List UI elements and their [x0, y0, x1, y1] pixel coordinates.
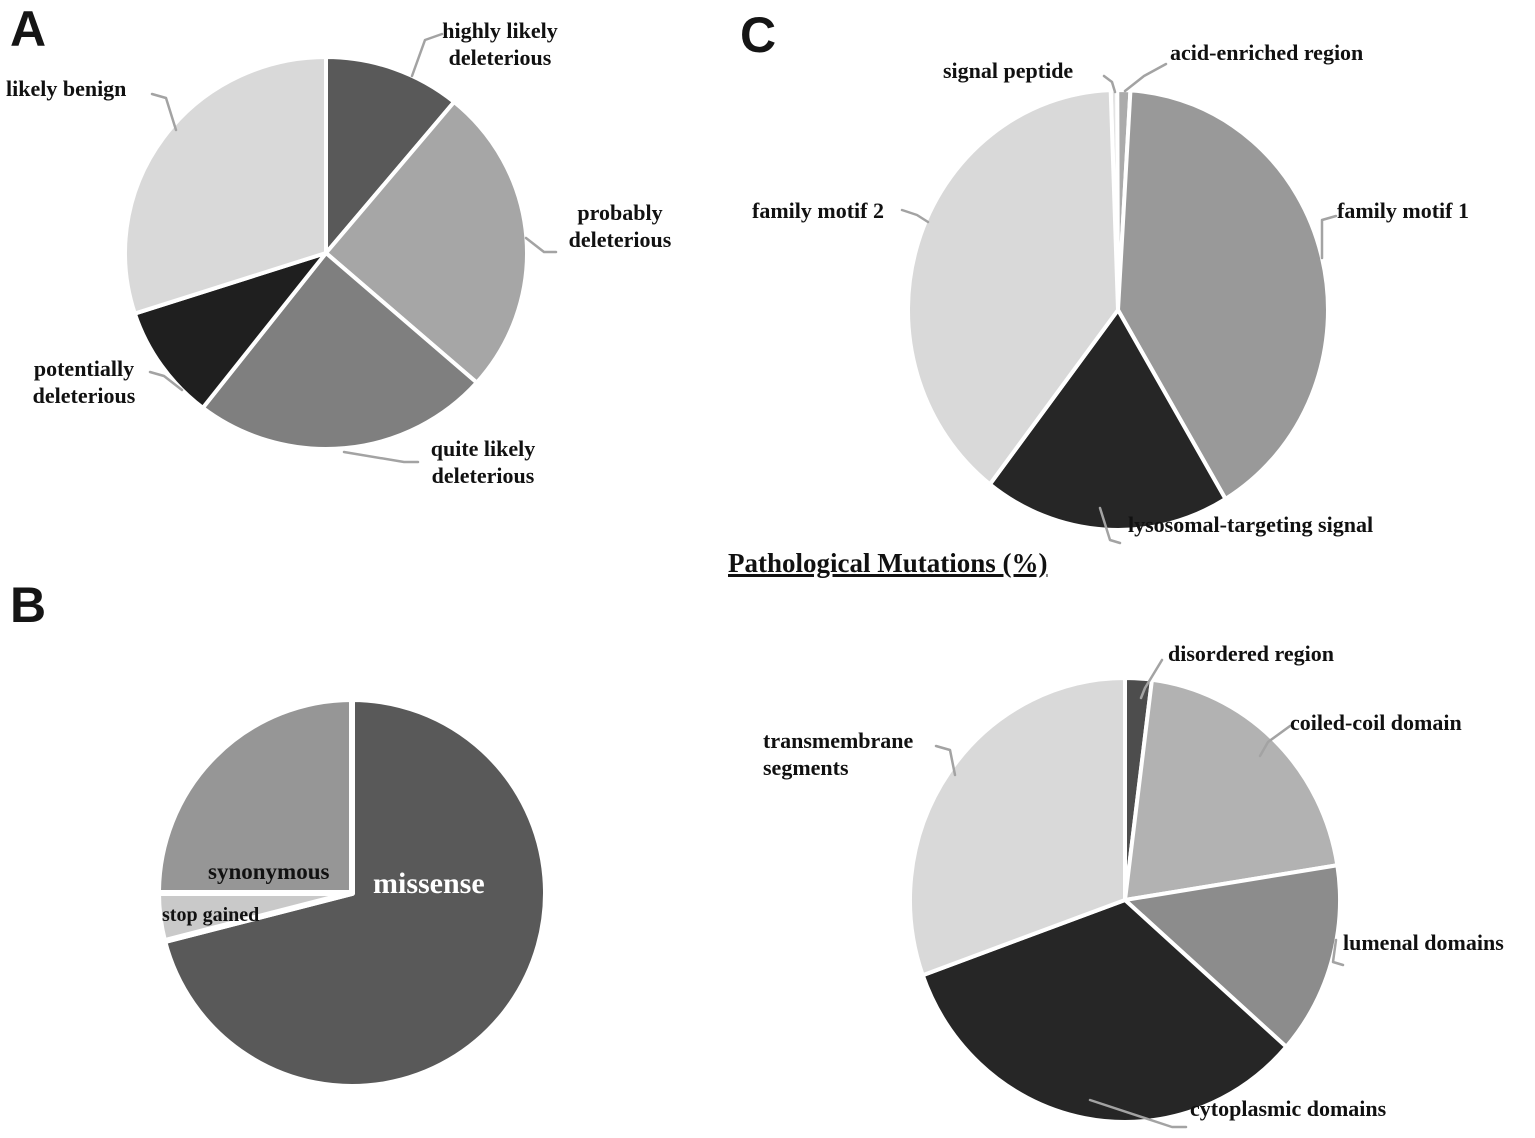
label-disordered-region: disordered region — [1168, 641, 1335, 666]
panel-letter-a: A — [10, 1, 47, 57]
label-coiled-coil-domain: coiled-coil domain — [1290, 710, 1462, 735]
label-synonymous: synonymous — [208, 859, 330, 884]
label-signal-peptide: signal peptide — [943, 58, 1074, 83]
label-cytoplasmic-domains: cytoplasmic domains — [1190, 1096, 1387, 1121]
label-highly-likely-deleterious: highly likely deleterious — [442, 18, 558, 70]
pie-slice-likely-benign — [123, 55, 328, 316]
panel-letter-b: B — [10, 577, 47, 633]
label-quite-likely-deleterious: quite likely deleterious — [430, 436, 536, 488]
pie-slice-missense — [161, 696, 549, 1090]
pie-chart-b — [155, 696, 549, 1090]
pie-slice-family-motif-2 — [906, 88, 1120, 487]
label-lumenal-domains: lumenal domains — [1343, 930, 1504, 955]
panel-letter-c: C — [740, 7, 777, 63]
label-missense: missense — [373, 867, 485, 900]
label-probably-deleterious: probably deleterious — [568, 200, 672, 252]
pie-slice-highly-likely-deleterious — [324, 55, 457, 255]
pie-chart-c-bottom — [908, 676, 1342, 1124]
pie-slice-cytoplasmic-domains — [920, 898, 1289, 1124]
section-title: Pathological Mutations (%) — [728, 548, 1048, 578]
pie-slice-synonymous — [155, 696, 355, 896]
label-potentially-deleterious: potentially deleterious — [32, 356, 136, 408]
label-family-motif-2: family motif 2 — [752, 198, 884, 223]
pie-chart-a — [123, 55, 529, 451]
label-acid-enriched-region: acid-enriched region — [1170, 40, 1364, 65]
label-family-motif-1: family motif 1 — [1337, 198, 1469, 223]
label-stop-gained: stop gained — [162, 904, 260, 926]
label-transmembrane-segments: transmembrane segments — [763, 728, 914, 780]
pie-slice-quite-likely-deleterious — [200, 251, 479, 451]
pie-chart-c-top — [906, 87, 1330, 532]
pie-slice-potentially-deleterious — [132, 251, 328, 410]
label-lysosomal-targeting-signal: lysosomal-targeting signal — [1128, 512, 1374, 537]
pie-slice-lumenal-domains — [1123, 863, 1342, 1049]
label-likely-benign: likely benign — [6, 76, 127, 101]
